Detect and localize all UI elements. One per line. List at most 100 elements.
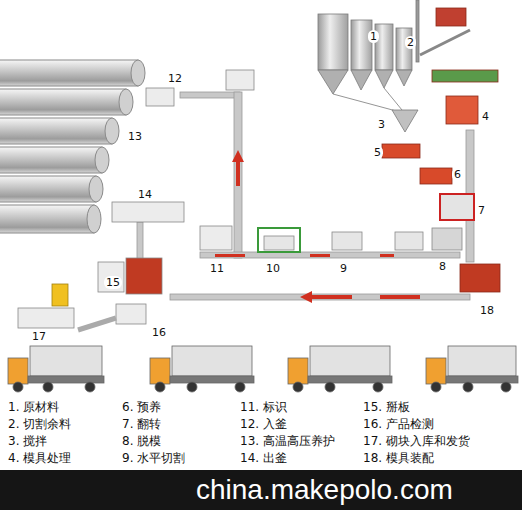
autoclave-door <box>119 89 133 115</box>
roller-bed <box>432 70 498 82</box>
callout-number: 18 <box>478 304 496 317</box>
autoclave-door <box>105 118 119 144</box>
wheel <box>501 382 511 392</box>
mould-line <box>382 8 500 292</box>
autoclave-door <box>87 205 101 233</box>
silo-cone <box>351 70 372 90</box>
silo <box>396 28 412 70</box>
tilting-frame <box>440 194 474 220</box>
silo <box>351 20 372 70</box>
callout-number: 12 <box>166 72 184 85</box>
autoclave-door <box>131 60 145 86</box>
legend-item: 8. 脱模 <box>122 434 161 449</box>
autoclave <box>0 89 126 115</box>
silo <box>318 14 348 70</box>
wheel <box>431 382 441 392</box>
conveyor <box>420 30 470 55</box>
silo-cone <box>396 70 412 86</box>
machine <box>436 8 466 26</box>
legend-item: 11. 标识 <box>240 400 287 415</box>
callout-number: 5 <box>372 146 383 159</box>
legend-item: 16. 产品检测 <box>363 417 434 432</box>
callout-number: 16 <box>150 326 168 339</box>
silos <box>318 0 419 132</box>
truck-load <box>448 346 516 376</box>
truck-bed <box>28 376 104 383</box>
conveyor-segment <box>380 254 394 257</box>
block-stack <box>332 232 362 250</box>
callout-number: 6 <box>452 168 463 181</box>
legend-item: 9. 水平切割 <box>122 451 185 466</box>
callout-number: 10 <box>264 262 282 275</box>
truck-cab <box>426 358 446 384</box>
legend-item: 1. 原材料 <box>8 400 59 415</box>
green-cake <box>432 228 462 250</box>
flow-arrow <box>300 291 352 303</box>
block-stack <box>264 236 294 250</box>
legend-item: 14. 出釜 <box>240 451 287 466</box>
conveyor-segment <box>215 254 245 257</box>
legend-item: 3. 搅拌 <box>8 434 47 449</box>
block-stack <box>395 232 423 250</box>
callout-number: 13 <box>126 130 144 143</box>
callout-number: 9 <box>338 262 349 275</box>
autoclave-door <box>95 147 109 173</box>
autoclave <box>0 118 112 144</box>
legend-item: 15. 掰板 <box>363 400 410 415</box>
block-stack <box>226 70 254 90</box>
callout-number: 1 <box>368 30 379 43</box>
wheel <box>85 382 95 392</box>
wheel <box>235 382 245 392</box>
legend-item: 2. 切割余料 <box>8 417 71 432</box>
legend-item: 6. 预养 <box>122 400 161 415</box>
rail-track <box>180 92 240 98</box>
cutting-frame <box>258 228 300 252</box>
flow-arrow <box>232 150 244 186</box>
block-stack <box>116 304 146 324</box>
legend-item: 4. 模具处理 <box>8 451 71 466</box>
feed-pipe <box>333 88 402 112</box>
conveyor-segment <box>310 254 330 257</box>
truck-cab <box>8 358 28 384</box>
mixer <box>392 110 418 132</box>
legend-item: 17. 砌块入库和发货 <box>363 434 470 449</box>
truck-load <box>30 346 102 376</box>
callout-number: 17 <box>30 330 48 343</box>
autoclave <box>0 205 94 233</box>
legend-item: 13. 高温高压养护 <box>240 434 335 449</box>
rail-tracks <box>137 92 474 300</box>
legend-item: 7. 翻转 <box>122 417 161 432</box>
mould <box>382 144 420 158</box>
wheel <box>373 382 383 392</box>
silo-cone <box>375 70 393 88</box>
block-stack <box>146 88 174 106</box>
block-stack <box>18 308 74 328</box>
wheel <box>293 382 303 392</box>
wheel <box>463 382 473 392</box>
truck-cab <box>150 358 170 384</box>
rail-track <box>78 318 116 330</box>
wheel <box>43 382 53 392</box>
wheel <box>325 382 335 392</box>
callout-number: 3 <box>376 118 387 131</box>
trucks <box>8 346 518 392</box>
truck-cab <box>288 358 308 384</box>
truck-load <box>172 346 252 376</box>
block-stack <box>98 262 124 292</box>
callout-number: 11 <box>208 262 226 275</box>
mast <box>416 0 419 62</box>
autoclave <box>0 147 102 173</box>
wheel <box>155 382 165 392</box>
mould <box>446 96 478 124</box>
splitting-machine <box>126 258 162 294</box>
mould-assembly <box>460 264 500 292</box>
watermark: china.makepolo.com <box>196 473 453 507</box>
callout-number: 2 <box>405 36 416 49</box>
cutting-stations <box>18 70 423 330</box>
callout-number: 14 <box>136 188 154 201</box>
mould <box>420 168 452 184</box>
wheel <box>13 382 23 392</box>
callout-number: 15 <box>104 276 122 289</box>
